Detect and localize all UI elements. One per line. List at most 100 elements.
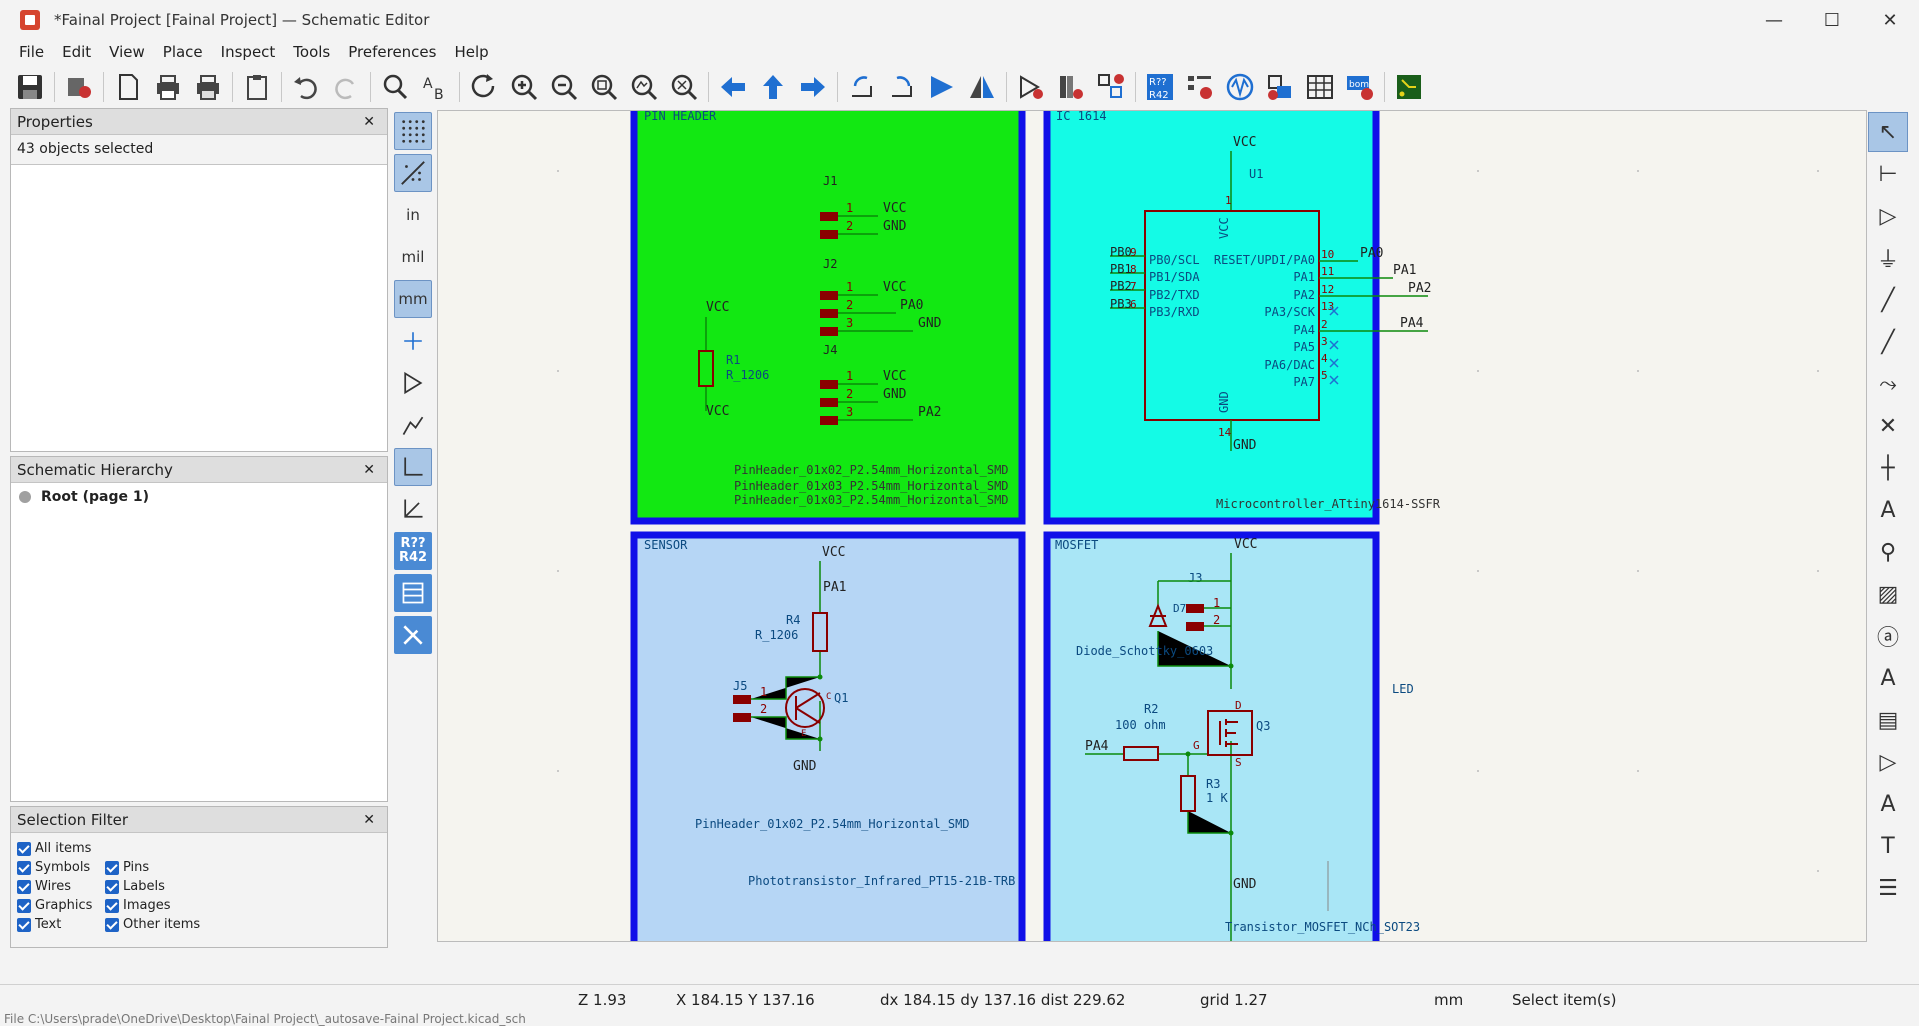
hierarchy-root-item[interactable]: Root (page 1) bbox=[11, 483, 387, 511]
units-inches-button[interactable]: in bbox=[406, 206, 420, 224]
properties-toggle-icon[interactable] bbox=[394, 574, 432, 612]
paste-icon[interactable] bbox=[237, 67, 277, 107]
add-sheet-icon[interactable]: ▤ bbox=[1877, 707, 1899, 733]
rule-area-icon[interactable]: ▨ bbox=[1877, 581, 1899, 607]
symbol-library-icon[interactable] bbox=[1051, 67, 1091, 107]
junction-icon[interactable]: ┼ bbox=[1881, 455, 1895, 481]
select-tool-icon[interactable]: ↖ bbox=[1868, 112, 1908, 152]
mirror-vertical-icon[interactable] bbox=[922, 67, 962, 107]
navigate-back-icon[interactable] bbox=[713, 67, 753, 107]
add-text-icon[interactable]: T bbox=[1881, 833, 1895, 859]
no-connect-icon[interactable]: ✕ bbox=[1878, 413, 1898, 439]
undo-icon[interactable] bbox=[286, 67, 326, 107]
filter-images[interactable]: Images bbox=[105, 898, 255, 913]
zoom-out-icon[interactable] bbox=[544, 67, 584, 107]
import-sheet-pin-icon[interactable]: A bbox=[1880, 791, 1896, 817]
plot-icon[interactable] bbox=[188, 67, 228, 107]
zoom-in-icon[interactable] bbox=[504, 67, 544, 107]
add-bus-icon[interactable]: ╱ bbox=[1881, 329, 1895, 355]
zoom-objects-icon[interactable] bbox=[624, 67, 664, 107]
grid-override-icon[interactable] bbox=[394, 154, 432, 192]
line-mode-free-icon[interactable] bbox=[394, 406, 432, 444]
close-button[interactable]: ✕ bbox=[1882, 9, 1898, 31]
add-power-icon[interactable]: ⏚ bbox=[1876, 248, 1899, 273]
filter-other-items[interactable]: Other items bbox=[105, 917, 255, 932]
symbol-fields-table-icon[interactable] bbox=[1300, 67, 1340, 107]
checkbox-checked-icon bbox=[17, 917, 31, 932]
sheet-pin-icon[interactable]: ▷ bbox=[1879, 749, 1897, 775]
tools-toggle-icon[interactable] bbox=[394, 616, 432, 654]
minimize-button[interactable]: — bbox=[1765, 9, 1783, 31]
cursor-crosshair-icon[interactable] bbox=[394, 322, 432, 360]
mirror-horizontal-icon[interactable] bbox=[962, 67, 1002, 107]
units-mm-button[interactable]: mm bbox=[394, 280, 432, 318]
maximize-button[interactable]: ☐ bbox=[1823, 9, 1841, 31]
update-symbols-icon[interactable] bbox=[1091, 67, 1131, 107]
menu-edit[interactable]: Edit bbox=[62, 43, 92, 61]
filter-pins[interactable]: Pins bbox=[105, 860, 255, 875]
find-icon[interactable] bbox=[375, 67, 415, 107]
add-wire-icon[interactable]: ╱ bbox=[1881, 287, 1895, 313]
schematic-setup-icon[interactable] bbox=[59, 67, 99, 107]
pcb-editor-icon[interactable] bbox=[1389, 67, 1429, 107]
add-symbol-icon[interactable]: ▷ bbox=[1879, 203, 1897, 229]
status-grid: grid 1.27 bbox=[1200, 991, 1268, 1009]
symbol-editor-icon[interactable] bbox=[1011, 67, 1051, 107]
hierarchy-close-icon[interactable]: ✕ bbox=[363, 461, 375, 478]
assign-footprints-icon[interactable] bbox=[1260, 67, 1300, 107]
save-icon[interactable] bbox=[10, 67, 50, 107]
net-label-icon[interactable]: A bbox=[1880, 497, 1896, 523]
properties-close-icon[interactable]: ✕ bbox=[363, 113, 375, 130]
sheet-pin-header[interactable]: PIN HEADER J1 J2 J4 1 2 VCC GND 1 2 3 bbox=[630, 111, 1026, 525]
filter-all-items[interactable]: All items bbox=[17, 841, 105, 856]
highlight-net-icon[interactable]: ⊢ bbox=[1878, 161, 1898, 187]
redo-icon[interactable] bbox=[326, 67, 366, 107]
menu-preferences[interactable]: Preferences bbox=[348, 43, 437, 61]
filter-graphics[interactable]: Graphics bbox=[17, 898, 105, 913]
hidden-pins-icon[interactable] bbox=[394, 364, 432, 402]
zoom-fit-icon[interactable] bbox=[584, 67, 624, 107]
grid-dots-icon[interactable] bbox=[394, 112, 432, 150]
menu-inspect[interactable]: Inspect bbox=[220, 43, 276, 61]
netclass-label-icon[interactable]: ⚲ bbox=[1879, 539, 1897, 565]
filter-symbols[interactable]: Symbols bbox=[17, 860, 105, 875]
menu-view[interactable]: View bbox=[109, 43, 145, 61]
page-settings-icon[interactable] bbox=[108, 67, 148, 107]
simulator-icon[interactable] bbox=[1220, 67, 1260, 107]
line-mode-45-icon[interactable] bbox=[394, 490, 432, 528]
navigate-up-icon[interactable] bbox=[753, 67, 793, 107]
filter-labels[interactable]: Labels bbox=[105, 879, 255, 894]
sheet-mosfet[interactable]: MOSFET VCC J3 1 2 D7 Diode_Schottky_0603… bbox=[1043, 531, 1420, 942]
annotate-icon[interactable]: R??R42 bbox=[1140, 67, 1180, 107]
menu-place[interactable]: Place bbox=[162, 43, 203, 61]
svg-text:1: 1 bbox=[846, 280, 853, 294]
svg-text:4: 4 bbox=[1321, 352, 1328, 365]
menu-help[interactable]: Help bbox=[454, 43, 489, 61]
sheet-ic-1614[interactable]: IC 1614 VCC U1 VCC GND GND 1 14 PB0 PB1 … bbox=[1043, 111, 1441, 525]
status-units: mm bbox=[1434, 991, 1464, 1009]
rotate-ccw-icon[interactable] bbox=[842, 67, 882, 107]
annotate-sidebar-icon[interactable]: R?? R42 bbox=[394, 532, 432, 570]
svg-text:VCC: VCC bbox=[706, 404, 729, 419]
print-icon[interactable] bbox=[148, 67, 188, 107]
filter-wires[interactable]: Wires bbox=[17, 879, 105, 894]
sheet-sensor[interactable]: SENSOR VCC PA1 R4 R_1206 J5 1 2 C E Q1 bbox=[630, 531, 1026, 942]
hierarchical-label-icon[interactable]: A bbox=[1880, 665, 1896, 691]
filter-text[interactable]: Text bbox=[17, 917, 105, 932]
bom-icon[interactable]: bom bbox=[1340, 67, 1380, 107]
selection-filter-close-icon[interactable]: ✕ bbox=[363, 811, 375, 828]
erc-icon[interactable] bbox=[1180, 67, 1220, 107]
navigate-forward-icon[interactable] bbox=[793, 67, 833, 107]
bus-entry-icon[interactable]: ⤳ bbox=[1879, 371, 1897, 397]
schematic-canvas[interactable]: PIN HEADER J1 J2 J4 1 2 VCC GND 1 2 3 bbox=[437, 110, 1867, 942]
line-mode-90-icon[interactable] bbox=[394, 448, 432, 486]
add-textbox-icon[interactable]: ☰ bbox=[1878, 875, 1898, 901]
units-mils-button[interactable]: mil bbox=[401, 248, 425, 266]
zoom-selection-icon[interactable] bbox=[664, 67, 704, 107]
rotate-cw-icon[interactable] bbox=[882, 67, 922, 107]
menu-tools[interactable]: Tools bbox=[293, 43, 331, 61]
menu-file[interactable]: File bbox=[19, 43, 45, 61]
refresh-icon[interactable] bbox=[464, 67, 504, 107]
global-label-icon[interactable]: ⓐ bbox=[1876, 626, 1899, 651]
